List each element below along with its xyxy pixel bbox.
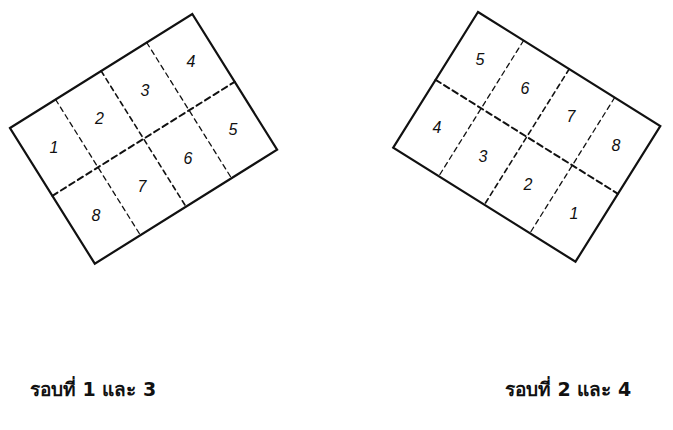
cell-divider <box>101 71 186 207</box>
cell-number: 4 <box>187 54 196 70</box>
cell-number: 3 <box>141 83 150 99</box>
cell-divider <box>147 43 232 179</box>
cell-number: 8 <box>612 138 621 154</box>
cell-number: 5 <box>229 122 238 138</box>
cell-number: 6 <box>184 151 193 167</box>
cell-number: 2 <box>524 177 533 193</box>
cell-number: 4 <box>433 120 442 136</box>
cell-divider <box>439 41 524 177</box>
round-caption: รอบที่ 2 และ 4 <box>505 378 631 401</box>
cell-number: 1 <box>50 140 59 156</box>
plot-outline <box>10 14 277 264</box>
cell-number: 6 <box>521 81 530 97</box>
plot-outline <box>393 12 660 262</box>
cell-number: 8 <box>92 208 101 224</box>
cell-number: 3 <box>479 149 488 165</box>
cell-number: 7 <box>567 109 576 125</box>
cell-divider <box>484 69 569 205</box>
cell-divider <box>530 98 615 234</box>
cell-number: 2 <box>95 111 104 127</box>
round-caption: รอบที่ 1 และ 3 <box>30 378 156 401</box>
cell-divider <box>56 100 141 236</box>
cell-number: 7 <box>138 179 147 195</box>
cell-number: 5 <box>476 52 485 68</box>
cell-number: 1 <box>570 206 579 222</box>
